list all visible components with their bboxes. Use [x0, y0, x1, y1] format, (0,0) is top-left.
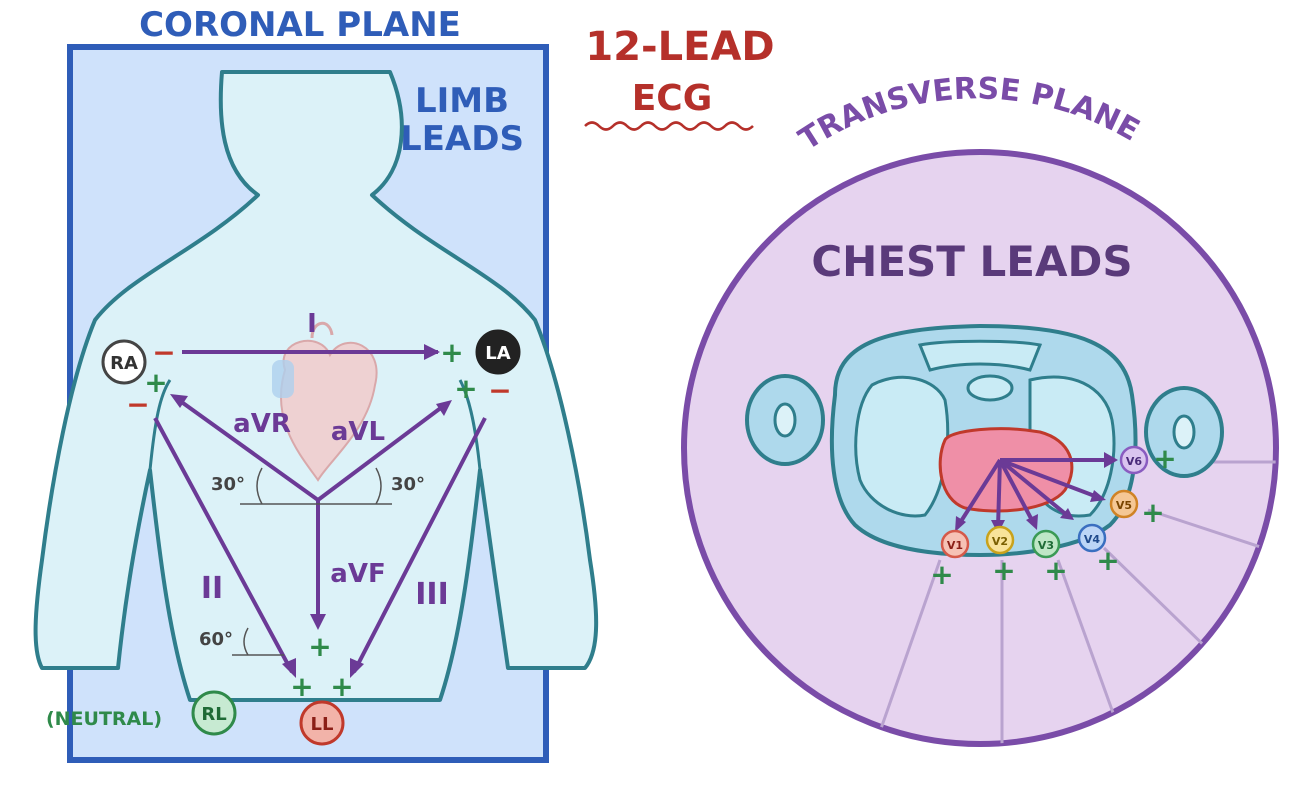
avf-arrowhead: [310, 614, 326, 630]
v4-electrode: V4: [1077, 523, 1107, 553]
ra-minus-lead-i: −: [152, 336, 175, 369]
v3-plus: +: [1044, 554, 1067, 587]
avl-label: aVL: [331, 417, 385, 447]
v1-label: V1: [947, 539, 963, 552]
v2-electrode: V2: [985, 525, 1015, 555]
lead-i-arrowhead: [424, 344, 440, 360]
v3-arrow: [998, 459, 1036, 525]
v6-label: V6: [1126, 455, 1143, 468]
ll-plus-lead-ii: +: [290, 670, 313, 703]
avr-arrowhead: [170, 394, 188, 408]
v5-plus: +: [1141, 496, 1164, 529]
left-armpit-line: [458, 379, 482, 471]
v4-arrow: [998, 458, 1070, 518]
v6-electrode: V6: [1119, 445, 1149, 475]
ll-label: LL: [311, 714, 334, 735]
v3-electrode: V3: [1031, 529, 1061, 559]
main-title: 12-LEAD ECG: [584, 24, 775, 131]
lead-iii-arrow: [352, 417, 487, 673]
avl-arrowhead: [436, 400, 452, 416]
la-plus-lead-i: +: [440, 336, 463, 369]
v2-plus: +: [992, 554, 1015, 587]
angle-bottom-label: 60°: [199, 629, 233, 650]
avr-arrow: [174, 396, 320, 502]
v2-arrow: [996, 459, 1002, 529]
v4-plus: +: [1096, 544, 1119, 577]
v5-arrow: [999, 458, 1101, 500]
lead-iii-label: III: [415, 577, 449, 612]
title-line1: 12-LEAD: [585, 24, 774, 70]
vertebra: [917, 339, 1043, 372]
v5-label: V5: [1116, 499, 1132, 512]
ra-electrode: RA: [101, 339, 147, 385]
spinal-process: [966, 374, 1014, 402]
avr-label: aVR: [233, 409, 291, 439]
right-armpit-line: [148, 379, 172, 471]
v4-label: V4: [1084, 533, 1101, 546]
left-angle-arc: [256, 467, 263, 505]
ra-label: RA: [110, 353, 138, 374]
chest-lead-arrows: [956, 458, 1112, 529]
right-lung: [854, 375, 950, 518]
lead-ii-label: II: [201, 571, 223, 606]
right-arm-bone: [773, 402, 797, 438]
la-electrode: LA: [475, 329, 521, 375]
limb-leads-line2: LEADS: [400, 119, 524, 159]
avf-label: aVF: [330, 559, 385, 589]
angle-left-label: 30°: [211, 474, 245, 495]
v6-plus: +: [1153, 442, 1176, 475]
lead-ii-arrowhead: [282, 658, 296, 678]
lead-i-label: I: [307, 309, 317, 339]
rl-label: RL: [201, 704, 226, 725]
neutral-label: (NEUTRAL): [46, 708, 162, 730]
ra-minus-lead-ii: −: [126, 388, 149, 421]
coronal-panel: CORONAL PLANE LIMB LEADS I aVR aVL aVF: [33, 5, 599, 763]
coronal-plane-label: CORONAL PLANE: [139, 5, 461, 45]
v5-electrode: V5: [1109, 489, 1139, 519]
title-underline: [584, 121, 754, 131]
avl-arrow: [316, 402, 448, 502]
la-label: LA: [485, 343, 510, 364]
angle-right-label: 30°: [391, 474, 425, 495]
lead-ii-arrow: [153, 417, 294, 673]
ra-plus-avr: +: [144, 366, 167, 399]
v1-electrode: V1: [940, 529, 970, 559]
title-line2: ECG: [632, 78, 713, 119]
transverse-plane-label: TRANSVERSE PLANE: [793, 71, 1145, 157]
limb-leads-line1: LIMB: [415, 81, 509, 121]
right-angle-arc: [375, 467, 382, 505]
v1-arrow: [956, 458, 1002, 528]
heart-illustration: [272, 321, 378, 482]
bottom-angle-arc: [243, 627, 249, 656]
lead-iii-arrowhead: [350, 658, 364, 678]
rl-electrode: RL: [191, 690, 237, 736]
chest-leads-label: CHEST LEADS: [811, 237, 1132, 286]
ll-plus-lead-iii: +: [330, 670, 353, 703]
v1-plus: +: [930, 558, 953, 591]
ll-electrode: LL: [299, 700, 345, 746]
la-minus-lead-iii: −: [488, 374, 511, 407]
left-arm-bone: [1172, 414, 1196, 450]
v3-label: V3: [1038, 539, 1054, 552]
la-plus-avl: +: [454, 372, 477, 405]
transverse-panel: TRANSVERSE PLANE CHEST LEADS: [681, 71, 1279, 747]
v2-label: V2: [992, 535, 1008, 548]
chest-plus-signs: + + + + + +: [930, 442, 1176, 591]
ll-plus-avf: +: [308, 630, 331, 663]
